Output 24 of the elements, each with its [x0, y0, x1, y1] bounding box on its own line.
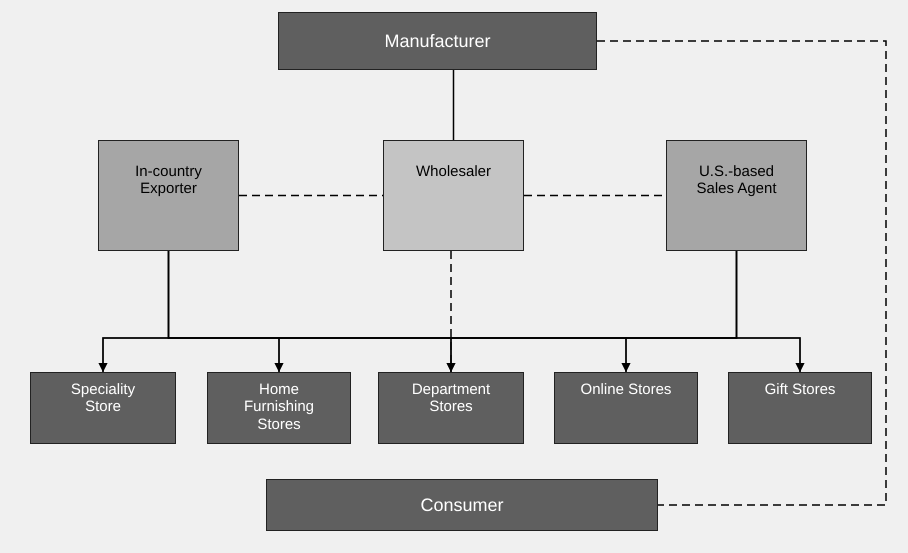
connector-line — [597, 40, 887, 506]
process-box — [666, 140, 807, 251]
process-box — [207, 372, 351, 444]
process-box — [266, 479, 658, 531]
process-box — [278, 12, 597, 70]
box-label: Speciality Store — [70, 381, 136, 416]
connector-line — [452, 70, 454, 140]
process-box — [728, 372, 872, 444]
box-label: Online Stores — [580, 381, 672, 398]
process-box — [30, 372, 176, 444]
process-box — [554, 372, 698, 444]
box-label: Wholesaler — [416, 163, 492, 180]
box-label: Gift Stores — [764, 381, 836, 398]
process-box — [383, 140, 524, 251]
process-box — [378, 372, 524, 444]
box-label: Department Stores — [410, 381, 492, 416]
box-label: Home Furnishing Stores — [242, 381, 316, 433]
connector-line — [239, 194, 383, 196]
box-label: U.S.-based Sales Agent — [695, 163, 778, 198]
box-label: Manufacturer — [384, 30, 491, 52]
arrow — [736, 251, 804, 372]
box-label: Consumer — [420, 494, 504, 516]
process-box — [98, 140, 239, 251]
box-label: In-country Exporter — [134, 163, 203, 198]
